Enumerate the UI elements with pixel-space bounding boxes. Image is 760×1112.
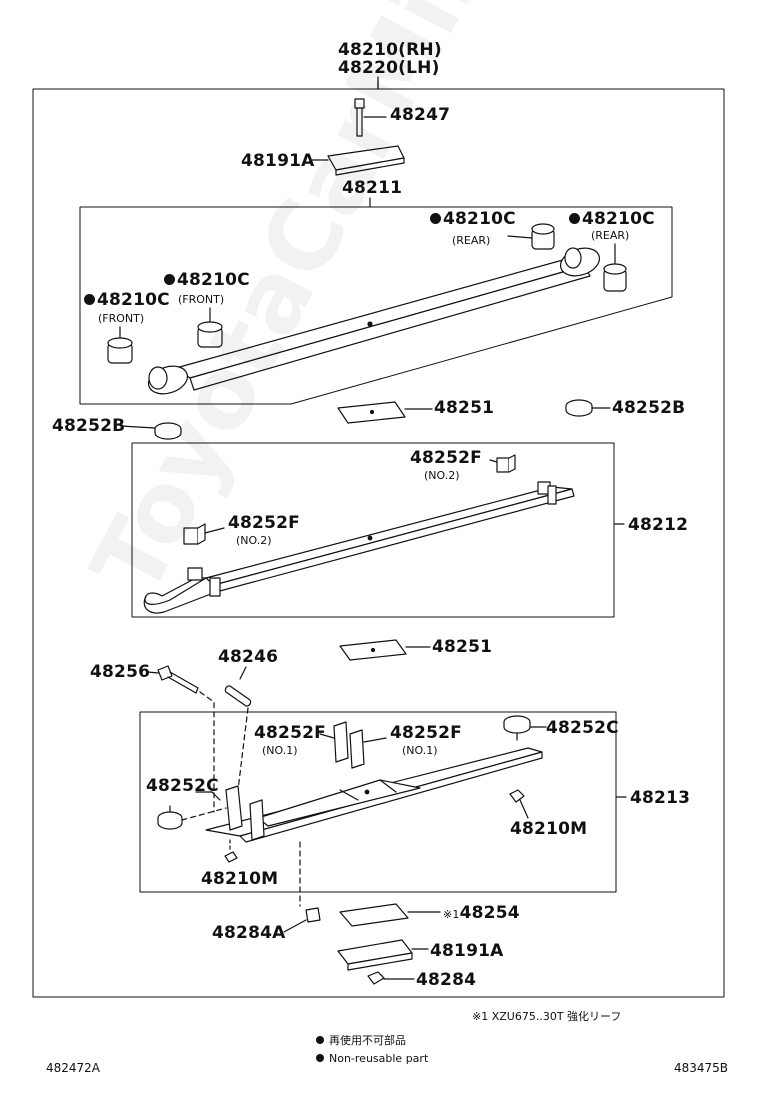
label-48210C-front-2: 48210C bbox=[84, 292, 170, 309]
non-reusable-marker bbox=[164, 274, 175, 285]
stopper-48252B-right bbox=[565, 399, 611, 417]
clip-48252F-no1-left bbox=[319, 721, 349, 763]
code-right: 483475B bbox=[674, 1061, 729, 1075]
bushing-rear-1 bbox=[507, 223, 555, 250]
legend-jp: 再使用不可部品 bbox=[316, 1035, 406, 1046]
label-48252F-no1-left: 48252F bbox=[254, 723, 326, 743]
code-left: 482472A bbox=[46, 1061, 101, 1075]
pad-48251-top bbox=[337, 401, 433, 424]
nut-48210M-left bbox=[224, 839, 238, 863]
label-48252C-left: 48252C bbox=[146, 776, 219, 796]
non-reusable-marker bbox=[430, 213, 441, 224]
nut-48284A bbox=[283, 841, 321, 933]
label-rear-2: (REAR) bbox=[591, 229, 630, 242]
main-leaf-48211 bbox=[147, 247, 601, 395]
label-48210M-left: 48210M bbox=[201, 869, 279, 889]
non-reusable-marker bbox=[569, 213, 580, 224]
label-no2-lower: (NO.2) bbox=[236, 534, 272, 547]
pad-48254 bbox=[339, 903, 441, 927]
label-48211: 48211 bbox=[342, 178, 403, 198]
label-front-1: (FRONT) bbox=[178, 293, 225, 306]
pad-48251-middle bbox=[339, 639, 431, 661]
label-48210M-right: 48210M bbox=[510, 819, 588, 839]
assembly-48211-frame bbox=[79, 206, 673, 405]
legend-en: Non-reusable part bbox=[316, 1053, 428, 1064]
label-48246: 48246 bbox=[218, 647, 279, 667]
bolt-48256 bbox=[147, 665, 215, 813]
legend-dot bbox=[316, 1054, 324, 1062]
label-rear-1: (REAR) bbox=[452, 234, 491, 247]
assembly-part-lh: 48220(LH) bbox=[338, 58, 440, 78]
bushing-rear-2 bbox=[603, 243, 627, 292]
clip-48252F-no2-lower bbox=[183, 523, 225, 545]
label-48284: 48284 bbox=[416, 970, 477, 990]
stopper-48252C-left bbox=[157, 791, 227, 830]
label-48256: 48256 bbox=[90, 662, 151, 682]
stopper-48252B-left bbox=[120, 422, 182, 440]
label-48191A-bottom: 48191A bbox=[430, 941, 504, 961]
note-mark: ※1 bbox=[443, 908, 460, 921]
footnote: ※1 XZU675..30T 強化リーフ bbox=[472, 1010, 622, 1023]
assembly-48213-frame bbox=[139, 711, 617, 893]
legend-dot bbox=[316, 1036, 324, 1044]
label-48247: 48247 bbox=[390, 105, 451, 125]
label-48252F-no1-right: 48252F bbox=[390, 723, 462, 743]
leaf-48212 bbox=[143, 481, 575, 614]
non-reusable-marker bbox=[84, 294, 95, 305]
label-48213: 48213 bbox=[630, 788, 691, 808]
label-48252F-no2-upper: 48252F bbox=[410, 448, 482, 468]
label-48254: ※148254 bbox=[443, 903, 520, 923]
label-48210C-front-1: 48210C bbox=[164, 272, 250, 289]
label-48191A-top: 48191A bbox=[241, 151, 315, 171]
label-48252C-right: 48252C bbox=[546, 718, 619, 738]
clip-48252F-no1-right bbox=[349, 729, 387, 769]
label-48252F-no2-lower: 48252F bbox=[228, 513, 300, 533]
label-no1-right: (NO.1) bbox=[402, 744, 438, 757]
leaf-48213 bbox=[205, 747, 543, 843]
bushing-front-2 bbox=[197, 307, 223, 348]
label-48252B-left: 48252B bbox=[52, 416, 126, 436]
nut-48284 bbox=[367, 971, 415, 985]
plate-48191A-top bbox=[311, 145, 405, 176]
assembly-48212-frame bbox=[131, 442, 615, 618]
label-48251-middle: 48251 bbox=[432, 637, 493, 657]
clip-48252F-no2-upper bbox=[489, 454, 516, 473]
label-no1-left: (NO.1) bbox=[262, 744, 298, 757]
center-bolt-48247 bbox=[354, 98, 387, 137]
label-48284A: 48284A bbox=[212, 923, 286, 943]
label-48210C-rear-2: 48210C bbox=[569, 211, 655, 228]
assembly-part-rh: 48210(RH) bbox=[338, 40, 442, 60]
stopper-48252C-right bbox=[503, 715, 547, 741]
nut-48210M-right bbox=[509, 789, 529, 819]
bushing-front-1 bbox=[107, 326, 133, 364]
plate-48191A-bottom bbox=[337, 939, 429, 971]
label-48210C-rear-1: 48210C bbox=[430, 211, 516, 228]
label-48212: 48212 bbox=[628, 515, 689, 535]
pin-48246 bbox=[224, 666, 252, 791]
label-48252B-right: 48252B bbox=[612, 398, 686, 418]
label-no2-upper: (NO.2) bbox=[424, 469, 460, 482]
label-front-2: (FRONT) bbox=[98, 312, 145, 325]
label-48251-top: 48251 bbox=[434, 398, 495, 418]
